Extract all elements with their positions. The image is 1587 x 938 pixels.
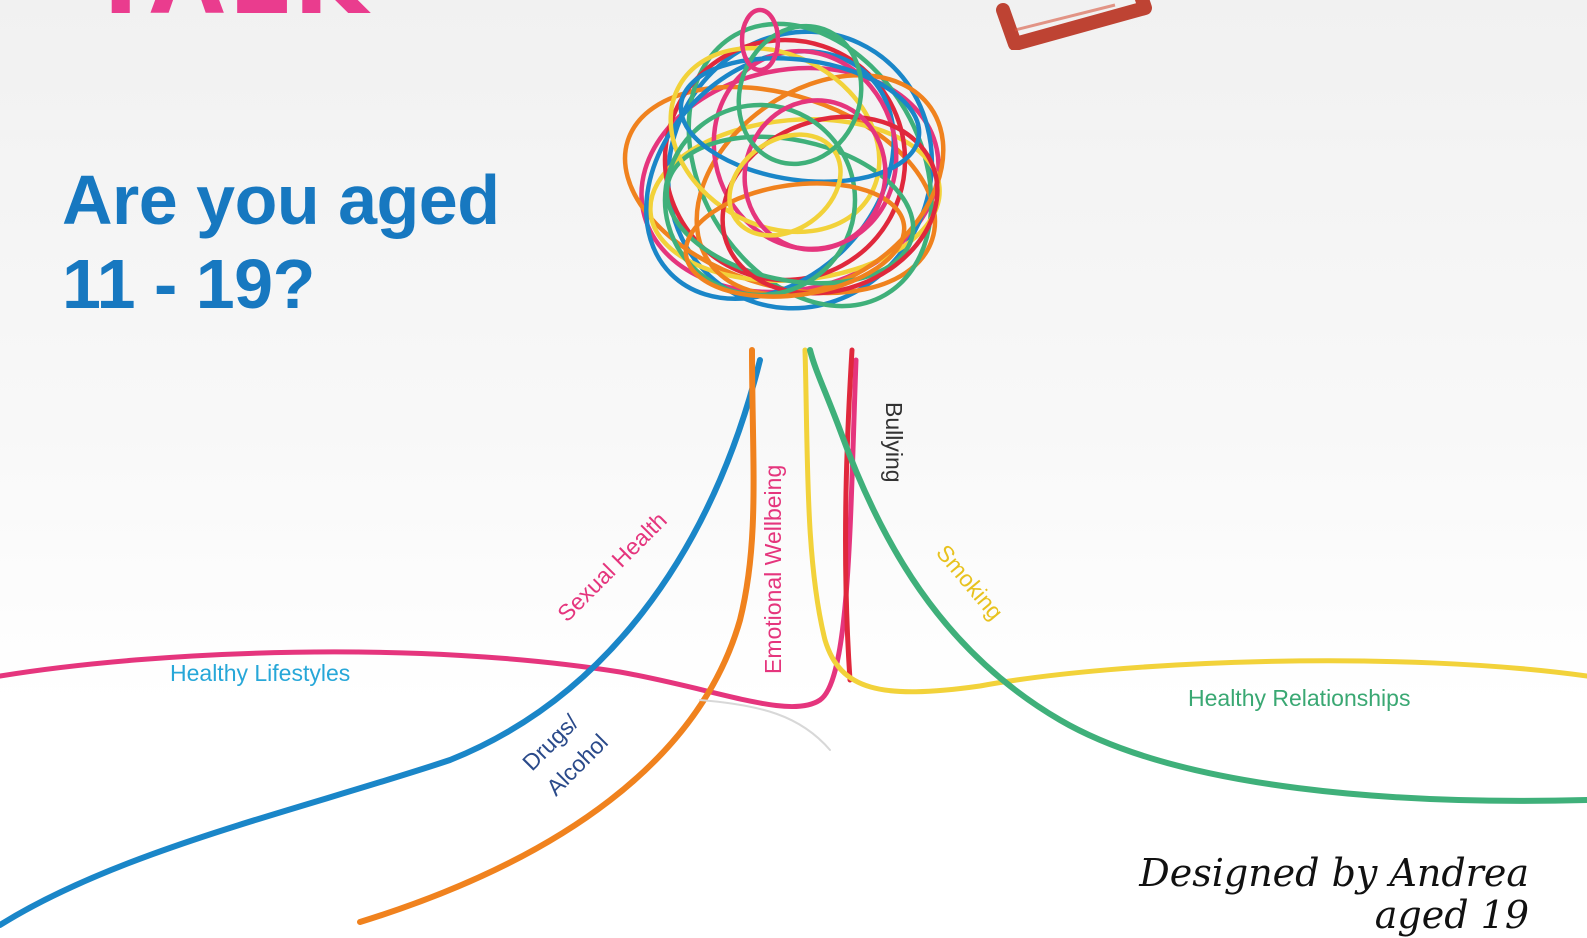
tangled-wire-ball-icon bbox=[622, 7, 946, 311]
label-sexual-health: Sexual Health bbox=[552, 507, 672, 627]
designer-credit: Designed by Andrea aged 19 bbox=[1139, 852, 1529, 936]
credit-line-2: aged 19 bbox=[1374, 893, 1529, 937]
top-word-title: TALK bbox=[88, 0, 372, 36]
wire-bullying bbox=[843, 347, 855, 683]
wire-emotional-wellbeing bbox=[357, 347, 757, 925]
credit-line-1: Designed by Andrea bbox=[1139, 851, 1529, 895]
label-smoking: Smoking bbox=[931, 540, 1008, 625]
wire-smoking bbox=[802, 347, 1587, 695]
headline-line-2: 11 - 19? bbox=[62, 245, 315, 323]
label-emotional-wellbeing: Emotional Wellbeing bbox=[760, 465, 786, 674]
label-healthy-relationships: Healthy Relationships bbox=[1188, 685, 1410, 711]
wire-white bbox=[699, 699, 831, 751]
label-healthy-lifestyles: Healthy Lifestyles bbox=[170, 660, 350, 686]
wire-healthy-relationships bbox=[807, 347, 1587, 804]
rubber-stamp-icon bbox=[996, 0, 1152, 50]
headline: Are you aged 11 - 19? bbox=[62, 158, 500, 326]
headline-line-1: Are you aged bbox=[62, 161, 500, 239]
label-bullying: Bullying bbox=[881, 402, 907, 483]
wire-drugs-alcohol bbox=[0, 357, 763, 928]
